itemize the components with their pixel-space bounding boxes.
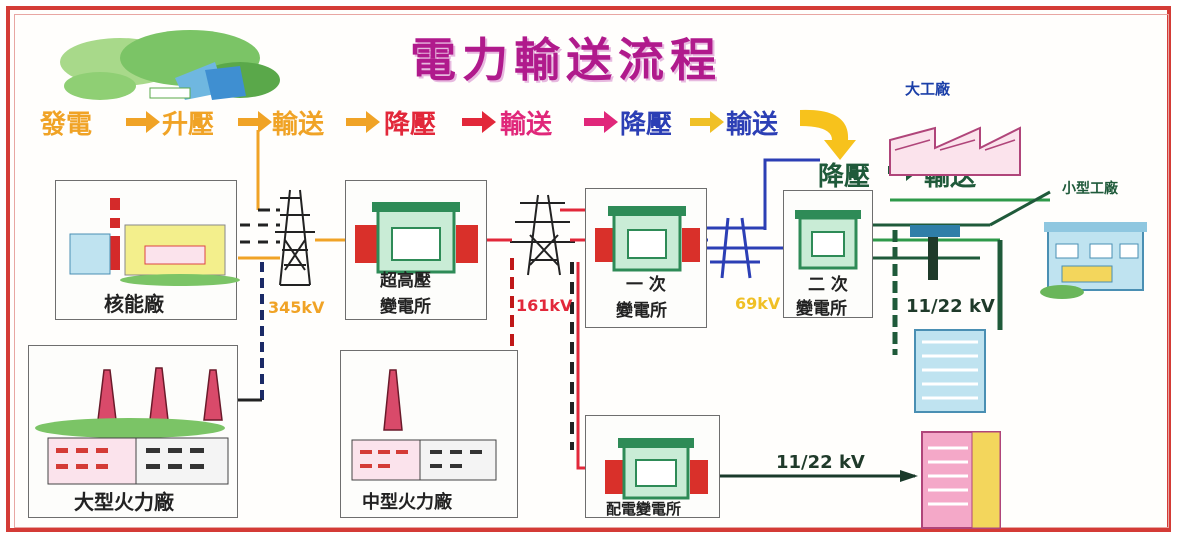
large-factory-label: 大工廠	[905, 80, 951, 98]
arrow-5	[584, 111, 618, 133]
step-step-up: 升壓	[162, 110, 215, 140]
step-transmit-3: 輸送	[726, 110, 779, 140]
step-generate: 發電	[40, 110, 93, 140]
step-transmit-1: 輸送	[272, 110, 325, 140]
distribution-substation-label: 配電變電所	[606, 500, 682, 518]
arrow-4	[462, 111, 496, 133]
primary-substation-label-1: 一 次	[626, 275, 666, 295]
arrow-2	[238, 111, 272, 133]
small-factory-label: 小型工廠	[1062, 181, 1118, 197]
voltage-69kv: 69kV	[735, 294, 781, 313]
pink-residential-building	[921, 431, 1001, 529]
nuclear-plant-label: 核能廠	[104, 292, 164, 316]
primary-substation-label-2: 變電所	[616, 301, 667, 321]
step-step-down-3: 降壓	[818, 162, 871, 192]
step-step-down-2: 降壓	[620, 110, 673, 140]
tower-69kv	[705, 217, 765, 279]
voltage-11-22kv-lower: 11/22 kV	[776, 452, 865, 473]
arrow-1	[126, 111, 160, 133]
voltage-11-22kv-upper: 11/22 kV	[906, 296, 995, 317]
diagram-inner-frame	[14, 14, 1169, 528]
arrow-7	[800, 109, 856, 160]
medium-thermal-plant-box	[340, 350, 518, 518]
medium-thermal-plant-label: 中型火力廠	[362, 492, 452, 513]
large-thermal-plant-label: 大型火力廠	[74, 490, 174, 514]
step-transmit-2: 輸送	[500, 110, 553, 140]
hydro-dam-illustration	[60, 30, 280, 100]
tower-345kv	[275, 189, 315, 286]
tower-161kv	[510, 194, 575, 276]
step-step-down-1: 降壓	[384, 110, 437, 140]
arrow-6	[690, 111, 724, 133]
secondary-substation-label-1: 二 次	[808, 275, 848, 295]
ehv-substation-label-2: 變電所	[380, 297, 431, 317]
arrow-3	[346, 111, 380, 133]
voltage-345kv: 345kV	[268, 298, 325, 317]
secondary-substation-label-2: 變電所	[796, 299, 847, 319]
page-title: 電力輸送流程	[410, 33, 722, 87]
voltage-161kv: 161kV	[516, 296, 573, 315]
office-building	[914, 329, 986, 413]
ehv-substation-label-1: 超高壓	[380, 271, 431, 291]
